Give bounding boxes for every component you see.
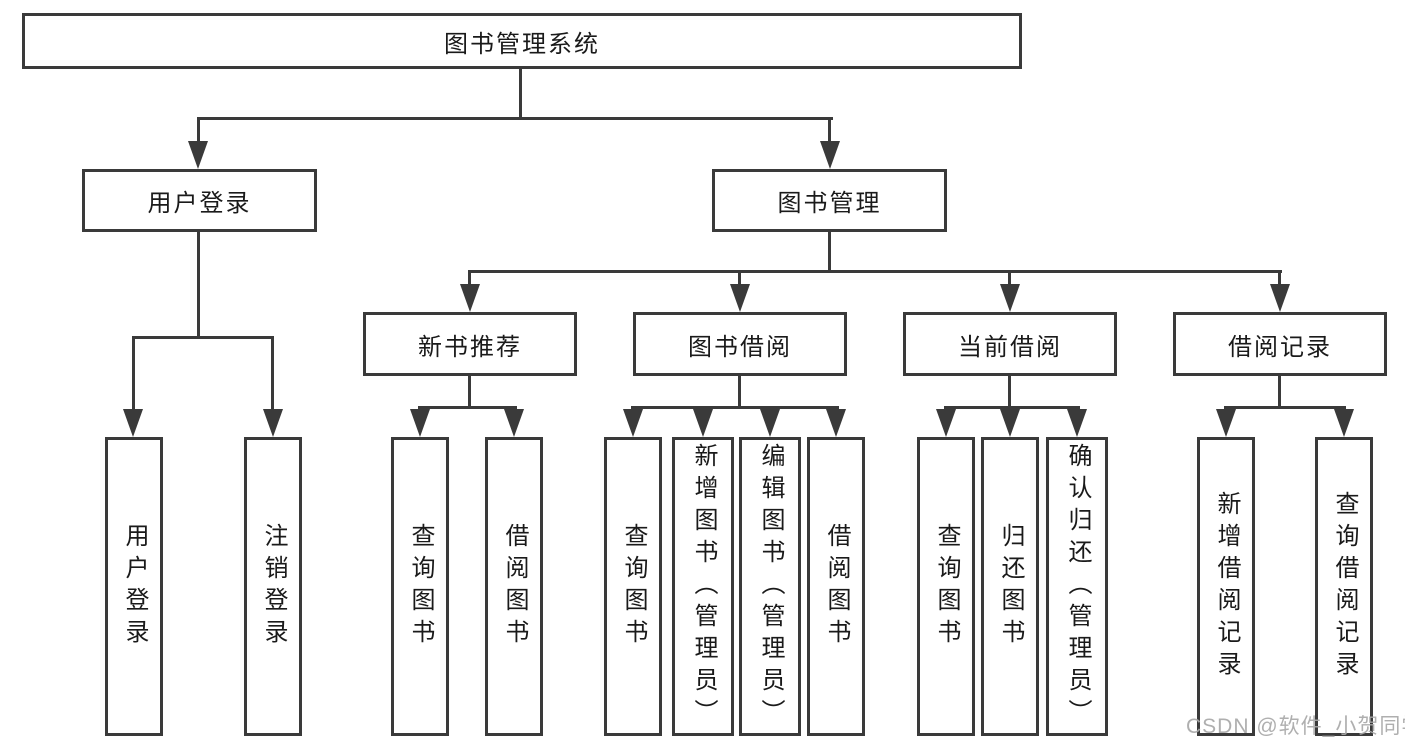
leaf-label: 查询图书 xyxy=(933,522,960,651)
leaf-label: 编辑图书（管理员） xyxy=(757,442,784,731)
node-label: 图书管理系统 xyxy=(444,30,600,58)
arrow-down-icon xyxy=(123,409,143,437)
leaf-return-book: 归还图书 xyxy=(981,437,1039,736)
leaf-borrow-books-recommend: 借阅图书 xyxy=(485,437,543,736)
leaf-query-borrow-record: 查询借阅记录 xyxy=(1315,437,1373,736)
watermark: CSDN @软件_小贺同学 xyxy=(1186,715,1405,738)
arrow-down-icon xyxy=(826,409,846,437)
connector-bus xyxy=(1224,406,1346,409)
node-borrow-records: 借阅记录 xyxy=(1173,312,1387,376)
connector-drop xyxy=(1278,270,1281,287)
leaf-borrow-books: 借阅图书 xyxy=(807,437,865,736)
node-library-system: 图书管理系统 xyxy=(22,13,1022,69)
leaf-label: 归还图书 xyxy=(997,522,1024,651)
arrow-down-icon xyxy=(1000,409,1020,437)
connector-stem xyxy=(1008,376,1011,409)
arrow-down-icon xyxy=(504,409,524,437)
leaf-confirm-return-admin: 确认归还（管理员） xyxy=(1046,437,1108,736)
connector-drop xyxy=(1008,270,1011,287)
node-label: 用户登录 xyxy=(147,190,252,217)
connector-drop xyxy=(132,336,135,412)
connector-bus xyxy=(418,406,517,409)
node-book-borrow: 图书借阅 xyxy=(633,312,847,376)
arrow-down-icon xyxy=(410,409,430,437)
leaf-label: 新增图书（管理员） xyxy=(690,442,717,731)
connector-bus xyxy=(132,336,274,339)
connector-drop xyxy=(197,117,200,144)
connector-bus xyxy=(944,406,1080,409)
arrow-down-icon xyxy=(263,409,283,437)
connector-stem xyxy=(197,232,200,337)
leaf-label: 借阅图书 xyxy=(823,522,850,651)
leaf-label: 确认归还（管理员） xyxy=(1064,442,1091,731)
leaf-label: 查询图书 xyxy=(620,522,647,651)
connector-bus xyxy=(631,406,839,409)
connector-stem xyxy=(519,69,522,118)
leaf-query-books-recommend: 查询图书 xyxy=(391,437,449,736)
connector-stem xyxy=(828,232,831,273)
connector-drop xyxy=(468,270,471,287)
connector-stem xyxy=(468,376,471,409)
connector-drop xyxy=(738,270,741,287)
arrow-down-icon xyxy=(730,284,750,312)
leaf-label: 借阅图书 xyxy=(501,522,528,651)
connector-stem xyxy=(1278,376,1281,409)
leaf-query-books-current: 查询图书 xyxy=(917,437,975,736)
arrow-down-icon xyxy=(693,409,713,437)
arrow-down-icon xyxy=(1334,409,1354,437)
leaf-label: 用户登录 xyxy=(121,522,148,651)
node-user-login: 用户登录 xyxy=(82,169,317,232)
connector-drop xyxy=(828,117,831,144)
leaf-label: 注销登录 xyxy=(260,522,287,651)
leaf-query-books-borrow: 查询图书 xyxy=(604,437,662,736)
arrow-down-icon xyxy=(1216,409,1236,437)
node-book-management: 图书管理 xyxy=(712,169,947,232)
arrow-down-icon xyxy=(188,141,208,169)
arrow-down-icon xyxy=(760,409,780,437)
arrow-down-icon xyxy=(1270,284,1290,312)
connector-bus xyxy=(468,270,1282,273)
leaf-edit-book-admin: 编辑图书（管理员） xyxy=(739,437,801,736)
leaf-logout: 注销登录 xyxy=(244,437,302,736)
leaf-label: 查询图书 xyxy=(407,522,434,651)
leaf-label: 查询借阅记录 xyxy=(1331,490,1358,683)
node-label: 当前借阅 xyxy=(958,333,1062,361)
connector-stem xyxy=(738,376,741,409)
node-label: 图书借阅 xyxy=(688,333,792,361)
node-label: 图书管理 xyxy=(777,190,882,217)
arrow-down-icon xyxy=(623,409,643,437)
connector-drop xyxy=(271,336,274,412)
arrow-down-icon xyxy=(820,141,840,169)
leaf-label: 新增借阅记录 xyxy=(1213,490,1240,683)
node-current-borrow: 当前借阅 xyxy=(903,312,1117,376)
arrow-down-icon xyxy=(936,409,956,437)
leaf-add-book-admin: 新增图书（管理员） xyxy=(672,437,734,736)
node-new-book-recommend: 新书推荐 xyxy=(363,312,577,376)
connector-bus xyxy=(197,117,833,120)
leaf-add-borrow-record: 新增借阅记录 xyxy=(1197,437,1255,736)
arrow-down-icon xyxy=(460,284,480,312)
node-label: 新书推荐 xyxy=(418,333,522,361)
node-label: 借阅记录 xyxy=(1228,333,1332,361)
arrow-down-icon xyxy=(1000,284,1020,312)
arrow-down-icon xyxy=(1067,409,1087,437)
leaf-user-login: 用户登录 xyxy=(105,437,163,736)
